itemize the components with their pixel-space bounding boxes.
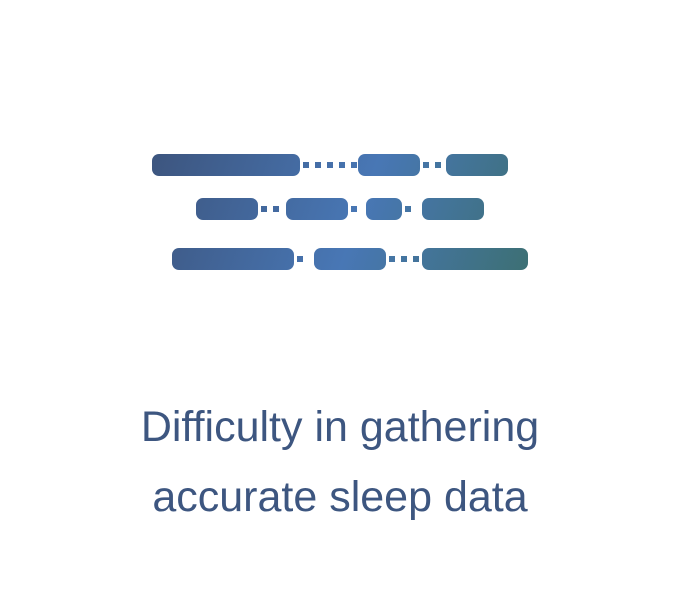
- gap-dot: [351, 162, 357, 168]
- sleep-segment-bar: [314, 248, 386, 270]
- gap-dot: [303, 162, 309, 168]
- gap-dot: [351, 206, 357, 212]
- sleep-segment-bar: [366, 198, 402, 220]
- sleep-segment-bar: [152, 154, 300, 176]
- caption-line-1: Difficulty in gathering: [140, 403, 540, 451]
- sleep-segment-bar: [422, 198, 484, 220]
- gap-dot: [435, 162, 441, 168]
- caption: Difficulty in gathering accurate sleep d…: [0, 392, 680, 532]
- gap-dot: [339, 162, 345, 168]
- gap-dot: [423, 162, 429, 168]
- sleep-segment-bar: [286, 198, 348, 220]
- sleep-segment-bar: [196, 198, 258, 220]
- sleep-segment-bar: [358, 154, 420, 176]
- gap-dot: [405, 206, 411, 212]
- sleep-segment-bar: [446, 154, 508, 176]
- gap-dot: [315, 162, 321, 168]
- gap-dot: [401, 256, 407, 262]
- gap-dot: [413, 256, 419, 262]
- gap-dot: [389, 256, 395, 262]
- gap-dot: [327, 162, 333, 168]
- gap-dot: [273, 206, 279, 212]
- sleep-segment-bar: [422, 248, 528, 270]
- gap-dot: [297, 256, 303, 262]
- sleep-segment-bar: [172, 248, 294, 270]
- caption-line-2: accurate sleep data: [152, 473, 528, 521]
- gap-dot: [261, 206, 267, 212]
